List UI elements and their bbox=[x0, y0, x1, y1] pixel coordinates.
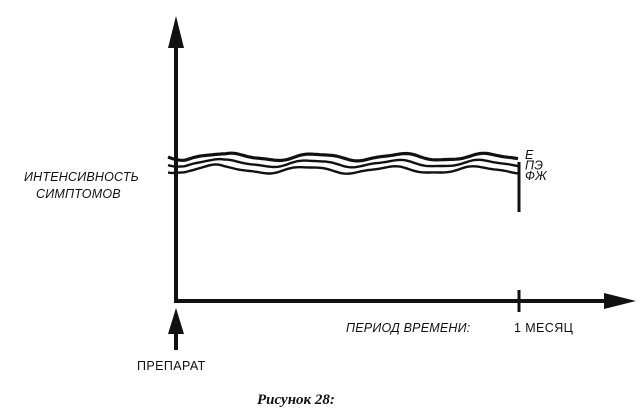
x-axis-arrow bbox=[604, 293, 636, 309]
drug-marker-arrow-head bbox=[168, 308, 184, 334]
series-line-2 bbox=[167, 157, 519, 169]
series-label-1: Е bbox=[525, 148, 534, 162]
y-axis-arrow bbox=[168, 16, 184, 48]
series-line-3 bbox=[167, 163, 519, 175]
series-label-2: ПЭ bbox=[525, 159, 543, 173]
series-line-1 bbox=[167, 151, 519, 163]
axes bbox=[168, 16, 636, 350]
y-label-line-1: ИНТЕНСИВНОСТЬ bbox=[24, 170, 139, 184]
x-tick-label: 1 МЕСЯЦ bbox=[514, 321, 574, 335]
drug-marker-label: ПРЕПАРАТ bbox=[137, 359, 206, 373]
figure-caption: Рисунок 28: bbox=[257, 392, 335, 408]
series-label-3: ФЖ bbox=[525, 169, 548, 183]
x-label: ПЕРИОД ВРЕМЕНИ: bbox=[346, 321, 470, 335]
y-label-line-2: СИМПТОМОВ bbox=[36, 187, 121, 201]
series-lines bbox=[167, 151, 519, 175]
